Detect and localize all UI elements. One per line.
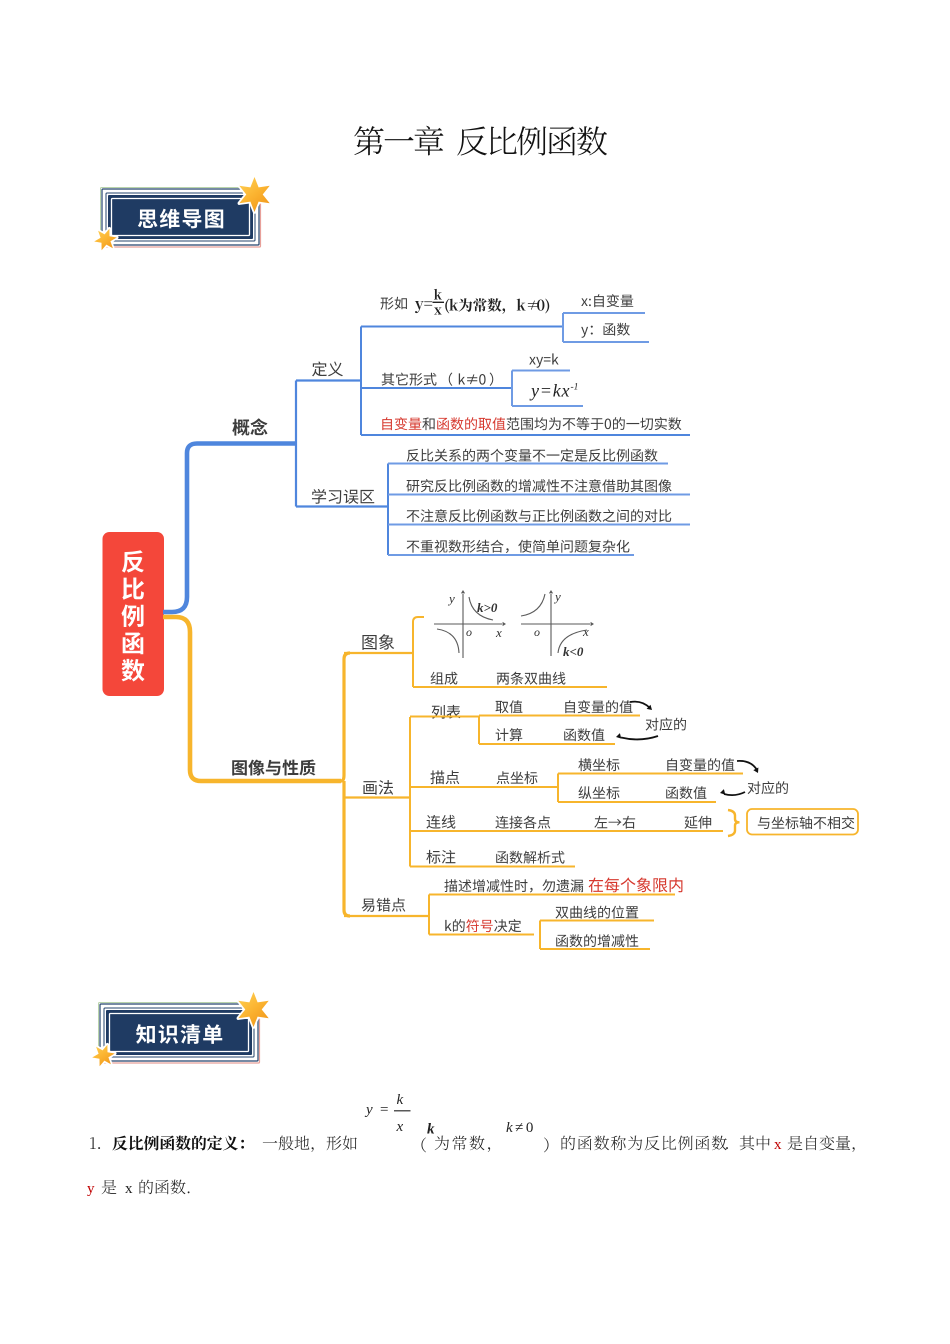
svg-text:k<0: k<0 xyxy=(563,644,584,659)
svg-text:k: k xyxy=(397,1092,404,1108)
svg-text:y: y xyxy=(447,591,455,606)
svg-text:-1: -1 xyxy=(571,383,579,393)
svg-text:k>0: k>0 xyxy=(477,600,498,615)
svg-text:y=kx: y=kx xyxy=(529,381,570,401)
svg-text:k: k xyxy=(427,1122,435,1138)
svg-text:o: o xyxy=(534,625,540,639)
svg-text:y: y xyxy=(553,589,561,604)
svg-text:y: y xyxy=(364,1102,373,1118)
svg-text:o: o xyxy=(466,625,472,639)
svg-text:x: x xyxy=(582,624,589,639)
svg-text:x: x xyxy=(125,1181,133,1197)
svg-text:x: x xyxy=(774,1137,782,1153)
svg-text:k≠0: k≠0 xyxy=(506,1120,536,1136)
svg-text:x: x xyxy=(396,1119,404,1135)
svg-text:x: x xyxy=(495,625,502,640)
svg-text:=: = xyxy=(380,1102,388,1118)
svg-text:y: y xyxy=(87,1181,95,1197)
